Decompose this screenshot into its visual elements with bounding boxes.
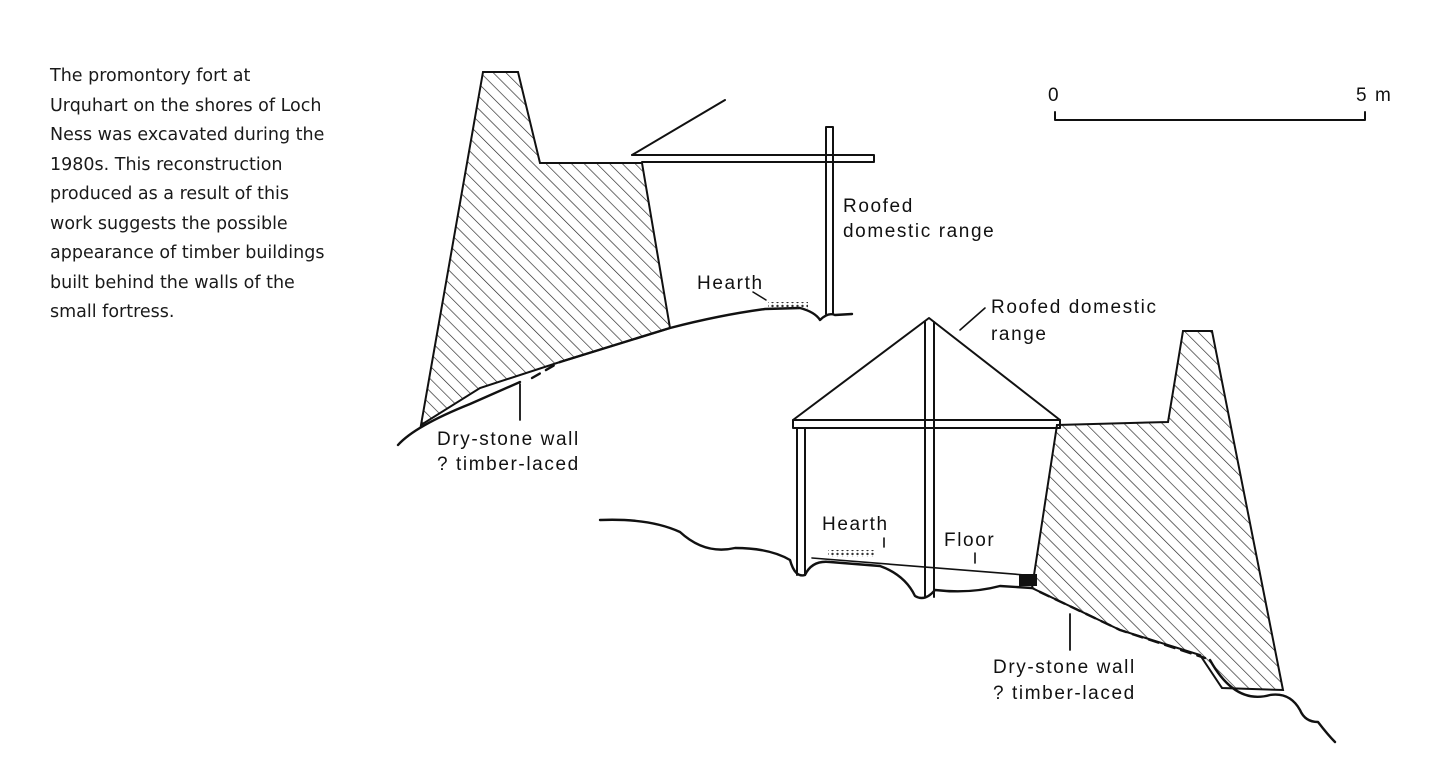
lower-section: Roofed domestic range Hearth Floor Dry-s… xyxy=(598,297,1337,744)
scale-end-label: 5 m xyxy=(1356,85,1392,106)
upper-roof-beam xyxy=(631,154,875,163)
lower-post-footing xyxy=(1019,574,1037,586)
scale-start-label: 0 xyxy=(1048,85,1060,106)
lower-left-post xyxy=(796,427,806,576)
scale-bar: 0 5 m xyxy=(1048,85,1392,121)
lower-wall-label: Dry-stone wall xyxy=(993,657,1136,678)
lower-hearth-label: Hearth xyxy=(822,514,889,535)
upper-post xyxy=(825,126,834,315)
lower-roof xyxy=(792,317,1061,421)
lower-roof-label: range xyxy=(991,324,1048,345)
caption-line: Ness was excavated during the xyxy=(50,125,325,145)
caption-line: appearance of timber buildings xyxy=(50,243,325,263)
upper-wall-label: ? timber-laced xyxy=(437,454,580,475)
caption-line: 1980s. This reconstruction xyxy=(50,154,283,175)
upper-roof-label: Roofed xyxy=(843,196,914,217)
caption-line: Urquhart on the shores of Loch xyxy=(50,95,322,116)
upper-ground-line xyxy=(396,380,522,447)
caption-line: The promontory fort at xyxy=(50,66,251,86)
upper-hearth xyxy=(768,302,808,309)
caption-line: produced as a result of this xyxy=(50,184,290,204)
lower-wall-label: ? timber-laced xyxy=(993,683,1136,704)
caption-line: small fortress. xyxy=(50,302,175,322)
upper-roof-rafter xyxy=(631,99,726,156)
lower-floor xyxy=(811,557,1026,576)
caption-line: work suggests the possible xyxy=(50,213,288,234)
lower-roof-label: Roofed domestic xyxy=(991,297,1158,318)
upper-wall-label: Dry-stone wall xyxy=(437,429,580,450)
upper-roof-label: domestic range xyxy=(843,221,995,242)
lower-floor-label: Floor xyxy=(944,530,995,551)
lower-dry-stone-wall xyxy=(1030,330,1285,692)
figure-caption: The promontory fort at Urquhart on the s… xyxy=(50,62,370,328)
upper-hearth-label: Hearth xyxy=(697,273,764,294)
upper-dry-stone-wall xyxy=(419,71,672,428)
caption-line: built behind the walls of the xyxy=(50,272,295,293)
lower-hearth xyxy=(828,550,876,557)
lower-centre-post xyxy=(924,321,935,598)
upper-section: Roofed domestic range Hearth Dry-stone w… xyxy=(396,71,995,475)
lower-tie-beam xyxy=(792,419,1061,429)
